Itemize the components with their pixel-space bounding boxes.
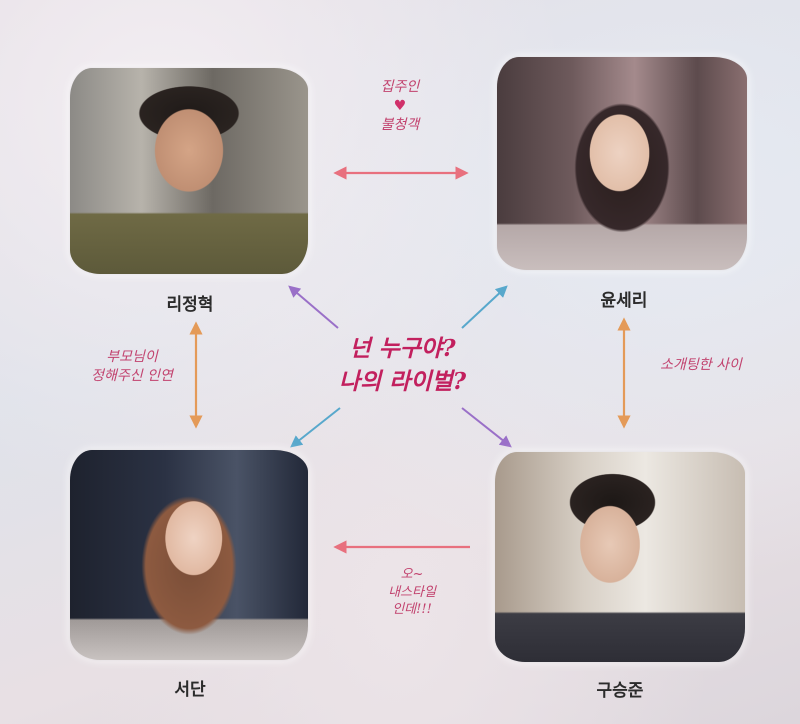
portrait-photo-1 bbox=[70, 68, 308, 274]
arrow-center-top-left bbox=[288, 285, 339, 329]
relation-label-top: 집주인 ♥ 불청객 bbox=[330, 78, 470, 135]
relation-bottom-line1: 오~ bbox=[400, 567, 424, 582]
relation-top-line2: 불청객 bbox=[380, 116, 420, 133]
portrait-photo-3 bbox=[70, 450, 308, 660]
heart-icon: ♥ bbox=[393, 97, 407, 114]
relation-label-left: 부모님이 정해주신 인연 bbox=[72, 348, 192, 386]
relation-bottom-line2: 내스타일 bbox=[388, 584, 436, 600]
arrow-center-bottom-left bbox=[290, 407, 341, 448]
character-name-1: 리정혁 bbox=[166, 295, 214, 315]
arrow-center-top-right bbox=[461, 285, 508, 329]
center-question: 넌 누구야? 나의 라이벌? bbox=[330, 332, 475, 399]
relation-label-right: 소개팅한 사이 bbox=[660, 357, 742, 373]
center-line1: 넌 누구야? bbox=[349, 335, 456, 362]
relation-top-line1: 집주인 bbox=[380, 79, 420, 95]
center-line2: 나의 라이벌? bbox=[338, 368, 467, 396]
character-name-2: 윤세리 bbox=[600, 291, 648, 311]
relation-bottom-line3: 인데!!! bbox=[392, 602, 432, 618]
relation-left-line1: 부모님이 bbox=[106, 349, 158, 365]
relation-left-line2: 정해주신 인연 bbox=[91, 367, 173, 384]
portrait-photo-2 bbox=[497, 57, 747, 270]
portrait-photo-4 bbox=[495, 452, 745, 662]
relation-label-bottom: 오~ 내스타일 인데!!! bbox=[352, 566, 472, 619]
arrow-center-bottom-right bbox=[461, 407, 512, 448]
character-name-3: 서단 bbox=[174, 680, 206, 700]
character-name-4: 구승준 bbox=[596, 681, 644, 701]
